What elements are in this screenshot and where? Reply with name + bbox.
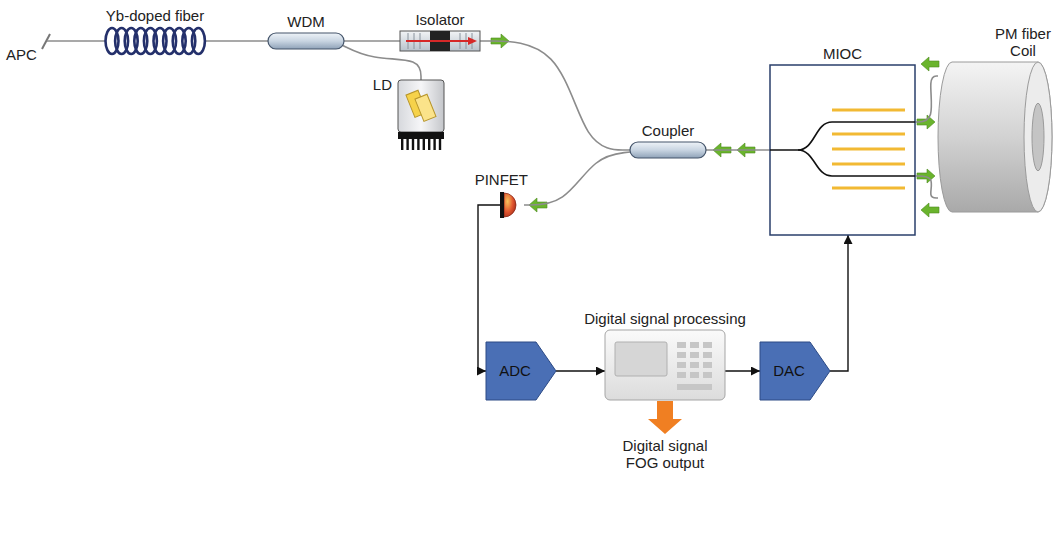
electrode bbox=[832, 133, 905, 136]
waveguide bbox=[770, 122, 915, 150]
optical-isolator: Isolator bbox=[400, 31, 480, 51]
cylinder-shape bbox=[938, 62, 1056, 212]
coil-hole bbox=[1032, 103, 1044, 171]
converter-shape bbox=[486, 342, 556, 400]
isolator-shape bbox=[400, 31, 480, 51]
fiber-coil: PM fiber Coil bbox=[938, 62, 1056, 212]
optical-fiber bbox=[915, 176, 938, 198]
node-label: Digital signal processing bbox=[584, 310, 746, 327]
detector-dome bbox=[504, 193, 516, 217]
electrode bbox=[832, 163, 905, 166]
ld-shape bbox=[398, 80, 444, 150]
dsp-key bbox=[703, 362, 712, 368]
coupler-body bbox=[268, 33, 344, 49]
laser-pin bbox=[423, 139, 425, 150]
direction-arrow bbox=[921, 203, 939, 217]
photodetector: PINFET bbox=[500, 192, 524, 218]
dsp-housing bbox=[605, 330, 725, 400]
fiber bbox=[47, 40, 106, 42]
laser-housing bbox=[398, 80, 444, 132]
isolator-direction bbox=[406, 40, 470, 42]
laser-pin bbox=[428, 139, 430, 150]
dsp-key bbox=[703, 342, 712, 348]
electrode bbox=[832, 109, 905, 112]
doped-fiber-coil: Yb-doped fiber bbox=[105, 27, 205, 55]
node-label: WDM bbox=[287, 13, 325, 30]
laser-chip bbox=[415, 94, 436, 121]
coil-body bbox=[938, 62, 1052, 212]
wdm-coupler: WDM bbox=[268, 33, 344, 49]
coil-shape bbox=[105, 27, 205, 55]
detector-base bbox=[500, 192, 504, 218]
output-arrow bbox=[648, 401, 682, 434]
dac-block: DAC bbox=[760, 342, 830, 400]
laser-pin bbox=[433, 139, 435, 150]
capsule-shape bbox=[268, 33, 344, 49]
dsp-key bbox=[690, 372, 699, 378]
waveguide bbox=[798, 150, 915, 176]
fiber-winding bbox=[192, 28, 205, 54]
fiber-coupler: Coupler bbox=[630, 142, 706, 158]
dsp-key bbox=[690, 342, 699, 348]
converter-shape bbox=[760, 342, 830, 400]
dsp-key bbox=[677, 362, 686, 368]
laser-pin bbox=[417, 139, 419, 150]
laser-pin bbox=[439, 139, 441, 150]
output-label: Digital signal FOG output bbox=[610, 437, 720, 472]
node-label: ADC bbox=[499, 362, 543, 379]
electrode bbox=[832, 187, 905, 190]
optical-fiber bbox=[524, 152, 630, 205]
dsp-screen bbox=[615, 342, 667, 376]
mioc-substrate bbox=[770, 65, 915, 235]
node-label: DAC bbox=[773, 362, 817, 379]
capsule-shape bbox=[630, 142, 706, 158]
optical-fiber bbox=[205, 40, 268, 42]
dsp-key bbox=[677, 384, 712, 390]
node-label: Coupler bbox=[642, 122, 695, 139]
dsp-key bbox=[690, 352, 699, 358]
optical-fiber bbox=[706, 149, 770, 151]
dsp-key bbox=[703, 352, 712, 358]
optical-fiber bbox=[480, 41, 630, 150]
electrode bbox=[832, 148, 905, 151]
device-shape bbox=[605, 330, 725, 400]
node-label: Isolator bbox=[415, 11, 464, 28]
optical-fiber bbox=[915, 76, 938, 122]
isolator-direction bbox=[468, 37, 477, 45]
adc-block: ADC bbox=[486, 342, 556, 400]
mioc-chip: MIOC bbox=[770, 65, 915, 235]
node-label: Yb-doped fiber bbox=[106, 7, 204, 24]
signal-wire bbox=[830, 235, 848, 371]
node-label: MIOC bbox=[823, 45, 862, 62]
laser-base bbox=[398, 132, 444, 139]
direction-arrow bbox=[921, 57, 939, 71]
node-label: PINFET bbox=[475, 171, 528, 188]
laser-pin bbox=[401, 139, 403, 150]
signal-wire bbox=[725, 370, 760, 371]
laser-diode: LD bbox=[398, 80, 444, 150]
node-label: PM fiber Coil bbox=[990, 25, 1056, 60]
mioc-shape bbox=[770, 65, 915, 235]
isolator-body bbox=[400, 31, 480, 51]
dsp-key bbox=[677, 372, 686, 378]
signal-wire bbox=[556, 370, 605, 371]
dsp-key bbox=[703, 372, 712, 378]
dsp-key bbox=[690, 362, 699, 368]
dsp-key bbox=[677, 342, 686, 348]
laser-pin bbox=[412, 139, 414, 150]
coil-face bbox=[1024, 62, 1052, 212]
connector-label: APC bbox=[6, 46, 37, 63]
optical-fiber bbox=[344, 40, 400, 42]
coupler-body bbox=[630, 142, 706, 158]
node-label: LD bbox=[373, 76, 392, 93]
dsp-unit: Digital signal processing bbox=[605, 330, 725, 400]
dsp-key bbox=[677, 352, 686, 358]
detector-shape bbox=[500, 192, 524, 218]
laser-pin bbox=[406, 139, 408, 150]
